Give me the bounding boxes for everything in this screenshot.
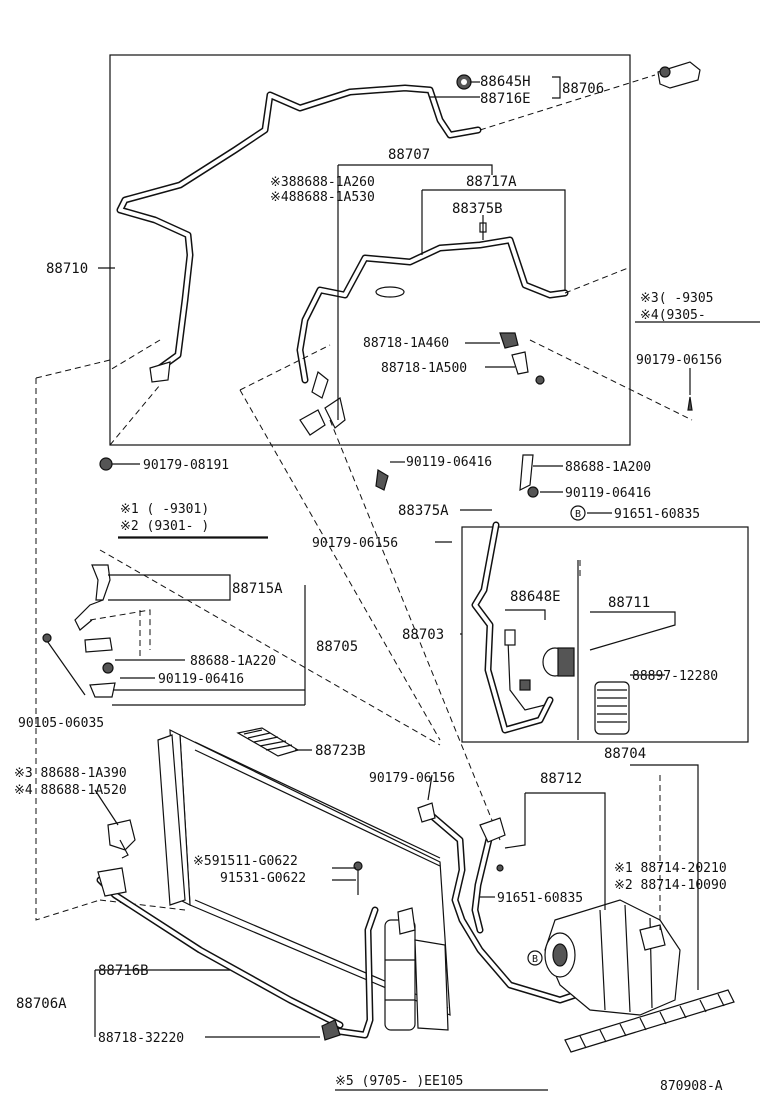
label-88688-1A200: 88688-1A200: [565, 460, 651, 475]
label-88703: 88703: [402, 627, 444, 643]
bracket-88715A: [74, 564, 116, 698]
label-88897-12280: 88897-12280: [632, 669, 718, 684]
sensor-88648E: [504, 629, 546, 711]
bolt-90105-06035: [42, 633, 86, 696]
label-88375A: 88375A: [398, 503, 449, 519]
bolt-90179-06156-upper: [535, 375, 693, 411]
lower-pipe-leaders: [94, 969, 320, 1038]
label-88688-1A390: ※3 88688-1A390: [14, 766, 127, 781]
label-88707: 88707: [388, 147, 430, 163]
label-88710: 88710: [46, 261, 88, 277]
footer-note-5: ※5 (9705- )EE105: [335, 1074, 463, 1089]
label-90179-08191: 90179-08191: [143, 458, 229, 473]
label-91651-60835-top: 91651-60835: [614, 507, 700, 522]
bracket-88710-lower: [149, 361, 171, 383]
nut-90179-08191: [99, 457, 113, 471]
note-2-range: ※2 (9301- ): [120, 519, 209, 534]
upper-dashed-leaders: [35, 74, 693, 921]
label-88648E: 88648E: [510, 589, 561, 605]
left-leaders-lower: [94, 789, 119, 826]
label-88688-1A220: 88688-1A220: [190, 654, 276, 669]
label-91531-G0622: 91531-G0622: [220, 871, 306, 886]
note-1-range: ※1 ( -9301): [120, 502, 209, 517]
label-90119-06416-c: 90119-06416: [158, 672, 244, 687]
circle-b-marker-bottom: B: [527, 950, 543, 966]
compressor-leaders: [427, 560, 699, 990]
label-88688-1A530: ※488688-1A530: [270, 190, 375, 205]
bolts-middle: [375, 454, 539, 498]
suction-pipe-88717A: [296, 236, 569, 384]
label-88706: 88706: [562, 81, 604, 97]
label-91651-60835-bottom: 91651-60835: [497, 891, 583, 906]
label-88723B: 88723B: [315, 743, 366, 759]
discharge-pipe-88710: [116, 84, 482, 372]
note-underlines: [118, 321, 760, 1091]
circle-b-marker-top: B: [570, 505, 586, 521]
label-88688-1A260: ※388688-1A260: [270, 175, 375, 190]
fitting-88706: [657, 61, 701, 89]
note-3-range: ※3( -9305: [640, 291, 714, 306]
label-88714-10090: ※2 88714-10090: [614, 878, 727, 893]
valve-88645H: [456, 74, 472, 90]
label-90179-06156-mid: 90179-06156: [312, 536, 398, 551]
leaders-hose-box: [460, 560, 676, 740]
label-88717A: 88717A: [466, 174, 517, 190]
label-88716E: 88716E: [480, 91, 531, 107]
boot-88897-12280: [594, 681, 630, 735]
clamp-88718-1A500: [511, 351, 529, 375]
hose-88703: [471, 521, 554, 734]
label-88715A: 88715A: [232, 581, 283, 597]
switch-88711: [542, 647, 575, 677]
left-bracket-leaders: [89, 549, 441, 746]
upper-assembly-box: [109, 54, 631, 446]
label-88375B: 88375B: [452, 201, 503, 217]
label-90119-06416-a: 90119-06416: [406, 455, 492, 470]
bracket-88688-1A390: [107, 819, 136, 859]
label-88706A: 88706A: [16, 996, 67, 1012]
label-88704: 88704: [604, 746, 646, 762]
label-88645H: 88645H: [480, 74, 531, 90]
note-4-range: ※4(9305-: [640, 308, 706, 323]
circle-b-label-top: B: [575, 509, 581, 520]
label-88688-1A520: ※4 88688-1A520: [14, 783, 127, 798]
label-88716B: 88716B: [98, 963, 149, 979]
label-91511-G0622: ※591511-G0622: [193, 854, 298, 869]
bracket-parts-upper-left: [299, 370, 346, 436]
circle-b-label-bottom: B: [532, 954, 538, 965]
label-88712: 88712: [540, 771, 582, 787]
suction-hose-88712: [417, 802, 594, 1004]
label-plate-88723B: [236, 727, 312, 757]
compressor: [544, 899, 681, 1016]
label-88714-20210: ※1 88714-20210: [614, 861, 727, 876]
label-90105-06035: 90105-06035: [18, 716, 104, 731]
label-88718-32220: 88718-32220: [98, 1031, 184, 1046]
condenser-leaders: [99, 867, 356, 911]
label-88718-1A500: 88718-1A500: [381, 361, 467, 376]
compressor-belt-tube: [564, 989, 735, 1053]
clamp-88688-1A260: [375, 286, 405, 298]
label-88718-1A460: 88718-1A460: [363, 336, 449, 351]
diagram-id: 870908-A: [660, 1079, 723, 1094]
clamp-88718-1A460: [499, 332, 519, 349]
condenser-pipe-lower: [326, 906, 379, 1039]
upper-label-leaders: [98, 76, 691, 465]
liquid-pipe-88716B: [96, 867, 344, 1041]
label-90179-06156-upper: 90179-06156: [636, 353, 722, 368]
receiver-drier: [384, 907, 449, 1031]
leaders-middle: [118, 461, 612, 543]
label-90179-06156-lower: 90179-06156: [369, 771, 455, 786]
label-90119-06416-b: 90119-06416: [565, 486, 651, 501]
label-88711: 88711: [608, 595, 650, 611]
label-88705: 88705: [316, 639, 358, 655]
